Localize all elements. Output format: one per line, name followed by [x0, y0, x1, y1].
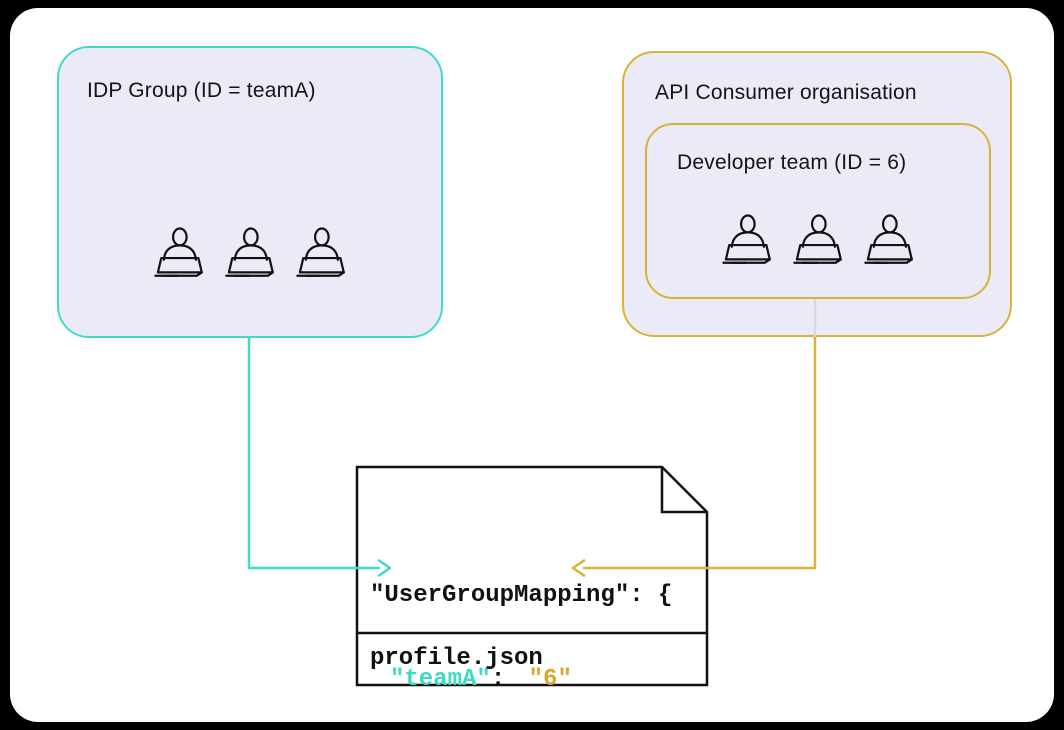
person-at-laptop-icon	[722, 214, 771, 264]
api-consumer-org-box: API Consumer organisation Developer team…	[622, 51, 1012, 337]
code-line: "UserGroupMapping": {	[370, 582, 673, 609]
idp-group-title: IDP Group (ID = teamA)	[87, 79, 316, 102]
person-at-laptop-icon	[154, 227, 203, 277]
person-at-laptop-icon	[225, 227, 274, 277]
idp-group-box: IDP Group (ID = teamA)	[57, 46, 443, 338]
mapping-value: "6"	[528, 666, 572, 693]
person-at-laptop-icon	[793, 214, 842, 264]
mapping-key: "teamA"	[390, 666, 491, 693]
filename-label: profile.json	[370, 645, 543, 672]
idp-group-members	[59, 224, 441, 282]
developer-team-box: Developer team (ID = 6)	[645, 123, 991, 299]
api-consumer-org-title: API Consumer organisation	[655, 81, 917, 104]
person-at-laptop-icon	[296, 227, 345, 277]
developer-team-members	[647, 211, 989, 269]
mapping-separator: :	[490, 666, 520, 693]
person-at-laptop-icon	[864, 214, 913, 264]
usergroupmapping-code: "UserGroupMapping": { "teamA": "6" }	[370, 526, 672, 730]
developer-team-title: Developer team (ID = 6)	[677, 151, 907, 174]
code-line-mapping: "teamA": "6"	[370, 666, 672, 694]
